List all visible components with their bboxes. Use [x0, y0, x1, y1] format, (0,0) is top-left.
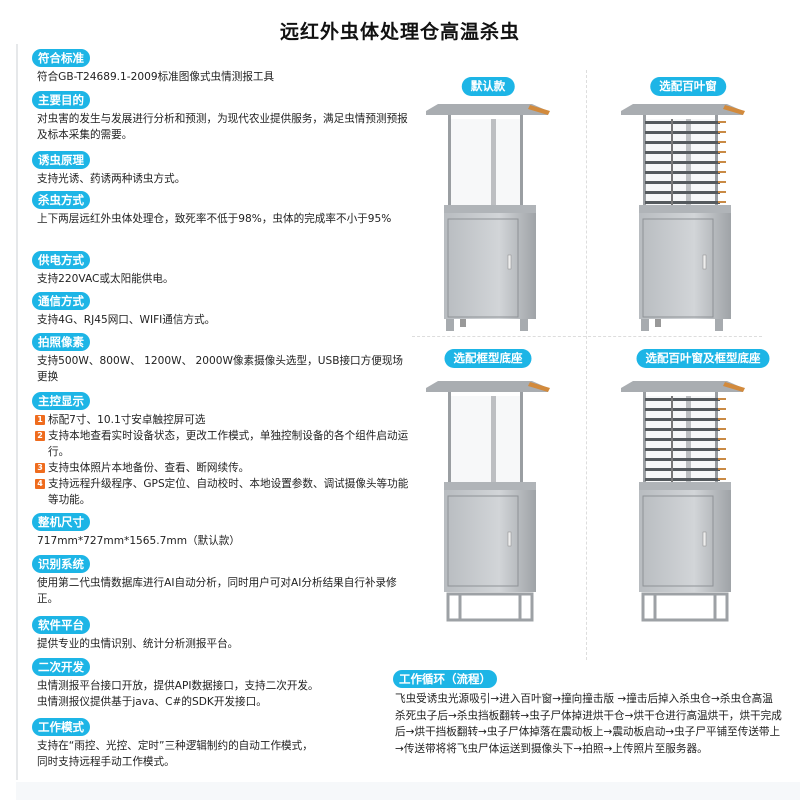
spec-section: 拍照像素支持500W、800W、 1200W、 2000W像素摄像头选型，USB… — [32, 331, 412, 385]
spec-section: 软件平台提供专业的虫情识别、统计分析测报平台。 — [32, 614, 412, 652]
spec-section: 主要目的对虫害的发生与发展进行分析和预测，为现代农业提供服务，满足虫情预测预报及… — [32, 89, 412, 143]
workflow-section: 工作循环（流程） 飞虫受诱虫光源吸引→进入百叶窗→撞向撞击版 →撞击后掉入杀虫仓… — [393, 668, 783, 757]
spec-section: 二次开发虫情测报平台接口开放，提供API数据接口，支持二次开发。 虫情测报仪提供… — [32, 656, 412, 710]
vertical-divider — [586, 70, 587, 660]
number-badge: 4 — [35, 479, 45, 489]
list-item-text: 支持本地查看实时设备状态，更改工作模式，单独控制设备的各个组件启动运行。 — [48, 430, 409, 458]
spec-section: 杀虫方式上下两层远红外虫体处理仓，致死率不低于98%，虫体的完成率不小于95% — [32, 189, 412, 227]
bottom-band — [16, 782, 800, 800]
spec-section: 通信方式支持4G、RJ45网口、WIFI通信方式。 — [32, 290, 412, 328]
section-text: 对虫害的发生与发展进行分析和预测，为现代农业提供服务，满足虫情预测预报及标本采集… — [37, 113, 408, 141]
list-item-text: 支持远程升级程序、GPS定位、自动校时、本地设置参数、调试摄像头等功能等功能。 — [48, 478, 409, 506]
section-tag: 杀虫方式 — [32, 191, 90, 209]
number-badge: 1 — [35, 415, 45, 425]
section-tag: 主要目的 — [32, 91, 90, 109]
section-text: 支持220VAC或太阳能供电。 — [37, 273, 174, 285]
section-text: 符合GB-T24689.1-2009标准图像式虫情测报工具 — [37, 71, 275, 83]
section-text: 支持500W、800W、 1200W、 2000W像素摄像头选型，USB接口方便… — [37, 355, 404, 383]
variant-label: 选配百叶窗及框型底座 — [636, 349, 770, 368]
section-text: 虫情测报平台接口开放，提供API数据接口，支持二次开发。 虫情测报仪提供基于ja… — [37, 680, 319, 708]
spec-section: 供电方式支持220VAC或太阳能供电。 — [32, 249, 412, 287]
section-tag: 符合标准 — [32, 49, 90, 67]
section-tag: 软件平台 — [32, 616, 90, 634]
section-tag: 通信方式 — [32, 292, 90, 310]
variant-label: 选配框型底座 — [444, 349, 532, 368]
section-text: 717mm*727mm*1565.7mm（默认款） — [37, 535, 240, 547]
spec-section: 诱虫原理支持光诱、药诱两种诱虫方式。 — [32, 149, 412, 187]
workflow-tag: 工作循环（流程） — [393, 670, 497, 688]
section-tag: 主控显示 — [32, 392, 90, 410]
section-tag: 整机尺寸 — [32, 513, 90, 531]
number-badge: 3 — [35, 463, 45, 473]
section-text: 支持光诱、药诱两种诱虫方式。 — [37, 173, 186, 185]
section-text: 提供专业的虫情识别、统计分析测报平台。 — [37, 638, 239, 650]
device-image — [426, 381, 550, 622]
section-tag: 二次开发 — [32, 658, 90, 676]
workflow-text: 飞虫受诱虫光源吸引→进入百叶窗→撞向撞击版 →撞击后掉入杀虫仓→杀虫仓高温杀死虫… — [395, 693, 782, 755]
device-image — [426, 104, 550, 331]
spec-section: 符合标准符合GB-T24689.1-2009标准图像式虫情测报工具 — [32, 47, 412, 85]
horizontal-divider — [412, 336, 762, 337]
device-image — [621, 381, 745, 622]
section-tag: 识别系统 — [32, 555, 90, 573]
spec-section: 工作模式支持在“雨控、光控、定时”三种逻辑制约的自动工作模式， 同时支持远程手动… — [32, 716, 412, 770]
section-text: 使用第二代虫情数据库进行AI自动分析，同时用户可对AI分析结果自行补录修正。 — [37, 577, 397, 605]
page-title: 远红外虫体处理仓高温杀虫 — [279, 21, 520, 43]
left-divider — [16, 44, 18, 780]
section-text: 支持4G、RJ45网口、WIFI通信方式。 — [37, 314, 216, 326]
spec-section: 整机尺寸 717mm*727mm*1565.7mm（默认款） — [32, 511, 412, 549]
variant-label: 默认款 — [461, 77, 515, 96]
list-item-text: 标配7寸、10.1寸安卓触控屏可选 — [48, 414, 206, 426]
section-text: 支持在“雨控、光控、定时”三种逻辑制约的自动工作模式， 同时支持远程手动工作模式… — [37, 740, 313, 768]
section-tag: 供电方式 — [32, 251, 90, 269]
section-tag: 诱虫原理 — [32, 151, 90, 169]
section-tag: 拍照像素 — [32, 333, 90, 351]
section-tag: 工作模式 — [32, 718, 90, 736]
section-text: 上下两层远红外虫体处理仓，致死率不低于98%，虫体的完成率不小于95% — [37, 213, 392, 225]
device-image — [621, 104, 745, 331]
variant-label: 选配百叶窗 — [650, 77, 726, 96]
number-badge: 2 — [35, 431, 45, 441]
list-item-text: 支持虫体照片本地备份、查看、断网续传。 — [48, 462, 250, 474]
spec-section: 识别系统使用第二代虫情数据库进行AI自动分析，同时用户可对AI分析结果自行补录修… — [32, 553, 412, 607]
